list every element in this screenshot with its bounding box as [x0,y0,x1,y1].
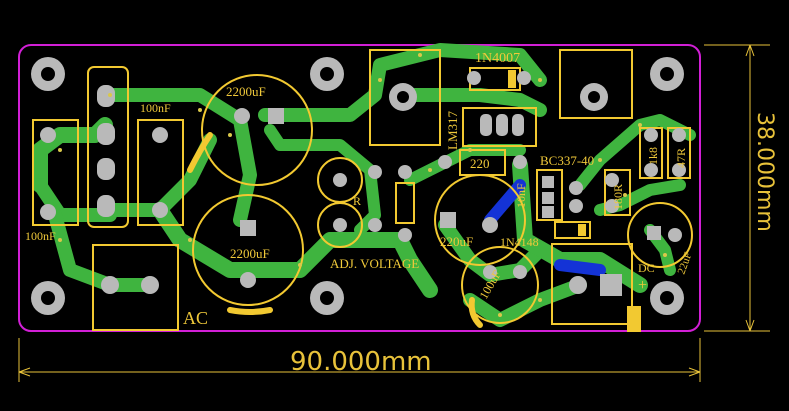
cap-22uf-outline [627,202,693,268]
silkscreen-polarity-marks [187,132,483,328]
lm317-outline [462,107,537,147]
label-220uf: 220uF [440,234,473,249]
label-bc337-40: BC337-40 [540,153,594,168]
cap-2200-bottom-outline [192,194,304,306]
label-dc: DC [638,261,655,275]
connector-outline [87,66,129,228]
label-1n4007: 1N4007 [475,51,520,66]
label-1k8: 1k8 [646,147,660,165]
cap-2200-top-outline [201,74,313,186]
label-100nf-left: 100nF [25,229,56,243]
board-outline [18,44,701,332]
label-180r: 180R [611,184,625,210]
res-180r-outline [604,169,631,216]
transistor-outline [536,169,563,221]
label-2200uf-top: 2200uF [226,84,266,99]
silkscreen-outlines [32,49,693,331]
trimmer-outline [395,182,415,224]
mid-cap-outline [137,119,184,226]
heatsink-holes [389,83,608,111]
diode-1n4007-band [508,70,516,88]
mounting-holes [31,57,684,315]
dimension-width-label: 90.000mm [290,347,432,377]
cap-100uf-outline [461,246,539,324]
dimension-height-label: 38.000mm [752,112,777,232]
dimension-height [704,44,770,332]
heatsink-left-outline [369,49,441,146]
res-r-outline-2 [317,202,363,248]
cap-220uf-outline [434,174,526,266]
left-cap-outline [32,119,79,226]
label-adj-voltage: ADJ. VOLTAGE [330,256,419,271]
label-100nf-top: 100nF [140,101,171,115]
label-10nf: 10nF [514,183,528,208]
component-pads [40,71,686,296]
label-r: R [353,194,361,208]
label-47r: 47R [674,148,688,168]
label-2200uf-bottom: 2200uF [230,246,270,261]
diode-1n4148-band [578,224,586,236]
label-1n4148: 1N4148 [500,235,539,249]
ac-connector-outline [92,244,179,331]
dc-connector-outline [551,243,633,325]
label-plus: + [638,277,647,294]
dc-plus-marker [627,306,641,332]
label-ac: AC [183,308,208,328]
label-220: 220 [470,156,490,171]
dimension-width [18,338,701,382]
heatsink-right-outline [559,49,633,119]
diode-1n4148-outline [554,221,591,239]
label-lm317: LM317 [445,111,460,151]
via-holes [58,53,667,317]
